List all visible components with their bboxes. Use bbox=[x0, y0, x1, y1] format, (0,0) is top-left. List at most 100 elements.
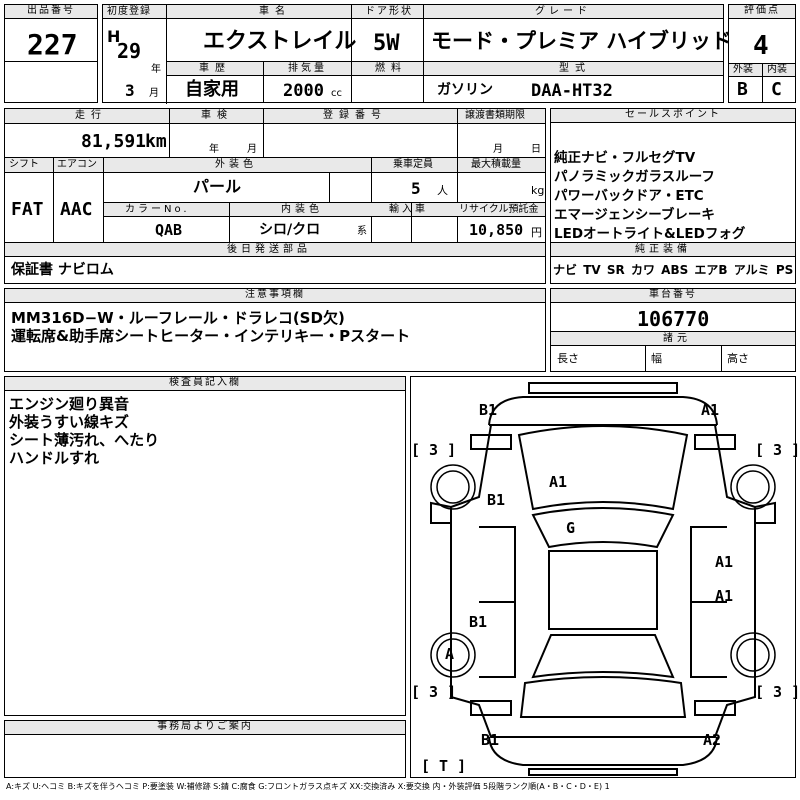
fuel: ガソリン bbox=[437, 82, 493, 98]
mark-front-left: B1 bbox=[479, 401, 498, 419]
aircon-header: エアコン bbox=[57, 159, 97, 170]
mark-left-front-fender: B1 bbox=[487, 491, 506, 509]
lot-number-cell: 出品番号 227 bbox=[4, 4, 98, 103]
mileage: 81,591 bbox=[81, 131, 147, 152]
ext-color: パール bbox=[193, 177, 242, 196]
mark-roof: G bbox=[566, 519, 576, 537]
caution-line: 運転席&助手席シートヒーター・インテリキー・Pスタート bbox=[11, 327, 411, 345]
history-header: 車歴 bbox=[199, 63, 231, 74]
insp-month-unit: 月 bbox=[247, 144, 257, 155]
persons-unit: 人 bbox=[437, 184, 448, 197]
month-unit: 月 bbox=[149, 88, 159, 99]
inspection-header: 車検 bbox=[201, 110, 233, 121]
color-no: QAB bbox=[155, 221, 183, 239]
score-header: 評価点 bbox=[729, 5, 795, 19]
km-unit: km bbox=[145, 131, 167, 152]
inspector-note: シート薄汚れ、へたり bbox=[9, 431, 160, 449]
exterior-header: 外装 bbox=[733, 64, 753, 75]
displacement-header: 排気量 bbox=[288, 63, 327, 74]
capacity-header: 乗車定員 bbox=[393, 159, 433, 170]
transfer-header: 譲渡書類期限 bbox=[465, 110, 525, 121]
tire-front-left: [ 3 ] bbox=[411, 441, 457, 459]
equipment-item: SR bbox=[606, 263, 625, 277]
office-header: 事務局よりご案内 bbox=[5, 721, 405, 735]
specs-header: 諸元 bbox=[663, 333, 691, 344]
mark-rear-right: A2 bbox=[703, 731, 722, 749]
caution-line: MM316D−W・ルーフレール・ドラレコ(SD欠) bbox=[11, 309, 345, 327]
insp-year-unit: 年 bbox=[209, 144, 219, 155]
equipment-item: ABS bbox=[661, 263, 689, 277]
equipment-header: 純正装備 bbox=[635, 244, 691, 255]
import-header: 輸入車 bbox=[389, 204, 428, 215]
inspector-note: ハンドルすれ bbox=[9, 449, 100, 467]
legend: A:キズ U:ヘコミ B:キズを伴うヘコミ P:要塗装 W:補修跡 S:錆 C:… bbox=[6, 782, 610, 791]
lot-number-header: 出品番号 bbox=[5, 5, 97, 19]
lot-number: 227 bbox=[27, 28, 78, 61]
caution-header: 注意事項欄 bbox=[5, 289, 545, 303]
exterior-score: B bbox=[737, 79, 748, 100]
mileage-header: 走行 bbox=[75, 110, 107, 121]
interior-header: 内装 bbox=[767, 64, 787, 75]
tire-rear-right: [ 3 ] bbox=[755, 683, 800, 701]
recycle-fee: 10,850 bbox=[469, 221, 524, 239]
kg-unit: kg bbox=[531, 184, 545, 197]
sales-points-header: セールスポイント bbox=[551, 109, 795, 123]
yen-unit: 円 bbox=[531, 226, 542, 239]
equipment-list: ナビ TV SR カワ ABS エアB アルミ PS PW bbox=[553, 264, 800, 276]
door-type: 5W bbox=[373, 31, 400, 56]
year-unit: 年 bbox=[151, 64, 161, 75]
height-label: 高さ bbox=[727, 352, 749, 365]
transfer-day-unit: 日 bbox=[531, 144, 541, 155]
equipment-item: カワ bbox=[630, 263, 655, 277]
model-header: 型式 bbox=[559, 63, 591, 74]
cc-unit: cc bbox=[331, 88, 342, 99]
door-header: ドア形状 bbox=[365, 6, 413, 17]
chassis-block: 車台番号 106770 諸元 長さ 幅 高さ bbox=[550, 288, 796, 372]
history: 自家用 bbox=[185, 79, 239, 100]
inspector-block: 検査員記入欄 エンジン廻り異音 外装うすい線キズ シート薄汚れ、へたり ハンドル… bbox=[4, 376, 406, 716]
later-parts-header: 後日発送部品 bbox=[227, 244, 311, 255]
tire-rear-left: [ 3 ] bbox=[411, 683, 457, 701]
mark-left-rear-wheel: A bbox=[445, 645, 455, 663]
car-name-header: 車名 bbox=[259, 6, 291, 17]
tire-front-right: [ 3 ] bbox=[755, 441, 800, 459]
recycle-header: リサイクル預託金 bbox=[459, 204, 539, 215]
equipment-item: TV bbox=[583, 263, 601, 277]
mark-front-right: A1 bbox=[701, 401, 720, 419]
reg-month: 3 bbox=[125, 81, 135, 100]
equipment-item: PS bbox=[775, 263, 794, 277]
transfer-month-unit: 月 bbox=[493, 144, 503, 155]
inspector-note: エンジン廻り異音 bbox=[9, 395, 130, 413]
sales-point: パワーバックドア・ETC bbox=[554, 188, 704, 204]
sales-point: LEDオートライト&LEDフォグ bbox=[554, 226, 746, 242]
grade-header: グレード bbox=[535, 6, 591, 17]
aircon-value: AAC bbox=[60, 199, 93, 220]
capacity: 5 bbox=[411, 179, 421, 198]
interior-score: C bbox=[771, 79, 782, 100]
sales-point: エマージェンシーブレーキ bbox=[554, 207, 715, 223]
grade: モード・プレミア ハイブリッド bbox=[431, 29, 732, 53]
caution-block: 注意事項欄 MM316D−W・ルーフレール・ドラレコ(SD欠) 運転席&助手席シ… bbox=[4, 288, 546, 372]
color-no-header: カラーNo. bbox=[125, 204, 190, 215]
chassis-number: 106770 bbox=[637, 307, 710, 331]
equipment-item: アルミ bbox=[733, 263, 770, 277]
overall-score: 4 bbox=[753, 31, 769, 61]
int-color-header: 内装色 bbox=[281, 204, 323, 215]
caution-lines: MM316D−W・ルーフレール・ドラレコ(SD欠) 運転席&助手席シートヒーター… bbox=[11, 309, 410, 345]
chassis-header: 車台番号 bbox=[551, 289, 795, 303]
ext-color-header: 外装色 bbox=[215, 159, 257, 170]
shift-value: FAT bbox=[11, 199, 44, 220]
mileage-block: 走行 車検 登録番号 譲渡書類期限 81,591 km 年 月 月 日 シフト … bbox=[4, 108, 546, 284]
car-outline-diagram bbox=[430, 382, 776, 776]
int-color: シロ/クロ bbox=[259, 222, 321, 238]
mark-left-rear-door: B1 bbox=[469, 613, 488, 631]
office-block: 事務局よりご案内 bbox=[4, 720, 406, 778]
mark-right-front-door: A1 bbox=[715, 553, 734, 571]
later-parts: 保証書 ナビロム bbox=[11, 262, 114, 278]
width-label: 幅 bbox=[651, 352, 662, 365]
sales-points-block: セールスポイント 純正ナビ・フルセグTV パノラミックガラスルーフ パワーバック… bbox=[550, 108, 800, 284]
mark-hood: A1 bbox=[549, 473, 568, 491]
inspector-note: 外装うすい線キズ bbox=[9, 413, 130, 431]
length-label: 長さ bbox=[557, 352, 579, 365]
damage-diagram: B1 A1 A1 B1 G A1 A1 B1 A B1 A2 [ 3 ] [ 3… bbox=[410, 376, 800, 778]
